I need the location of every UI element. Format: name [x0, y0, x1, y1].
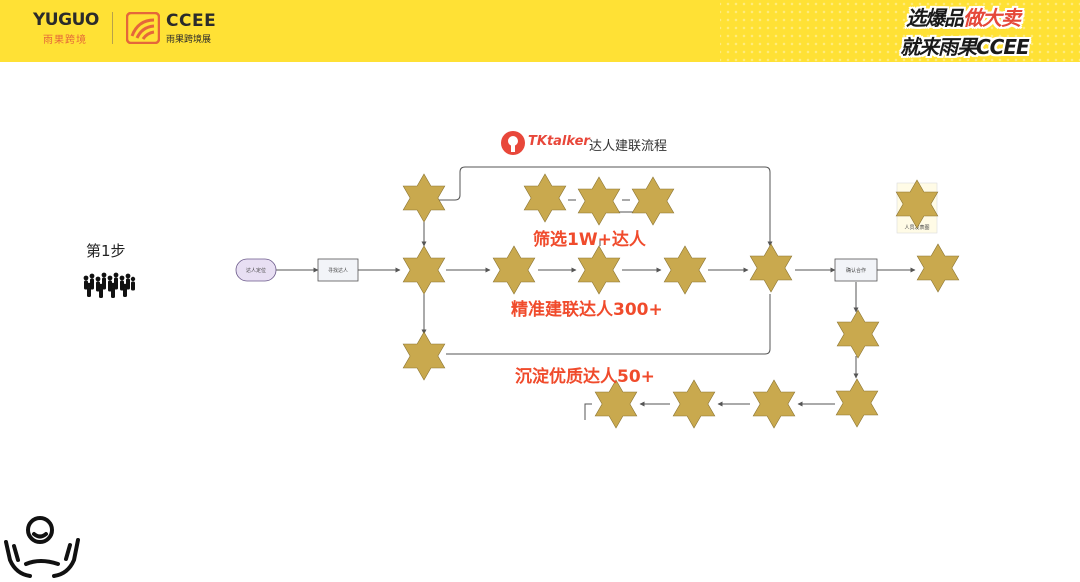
flow-connectors — [276, 166, 916, 420]
tktalker-brand: TKtalker — [528, 134, 590, 149]
star-node — [752, 379, 796, 429]
search-node — [317, 258, 359, 282]
star-node — [663, 245, 707, 295]
filter-label: 筛选1W+达人 — [533, 230, 646, 250]
search-node-label: 寻找达人 — [328, 267, 348, 274]
confirm-node — [834, 258, 878, 282]
star-nodes — [402, 173, 960, 429]
yuguo-logo: YUGUO 雨果跨境 — [33, 10, 103, 46]
top-banner-solid — [0, 0, 720, 62]
star-node — [672, 379, 716, 429]
star-node — [402, 245, 446, 295]
star-node — [836, 309, 880, 359]
slogan-line-1-a: 选爆品 — [906, 6, 964, 30]
ccee-logo-icon — [126, 12, 160, 44]
star-node — [402, 173, 446, 223]
hands-person-icon — [4, 516, 80, 578]
confirm-node-label: 确认合作 — [846, 267, 866, 274]
yuguo-logo-text: YUGUO — [33, 10, 99, 30]
star-node — [523, 173, 567, 223]
step-label: 第1步 — [86, 242, 126, 260]
star-node — [577, 176, 621, 226]
slogan-line-2: 就来雨果CCEE — [900, 35, 1030, 59]
logo-divider — [112, 12, 113, 44]
star-node — [594, 379, 638, 429]
ccee-logo-subtext: 雨果跨境展 — [166, 35, 212, 45]
ccee-logo-text: CCEE — [166, 11, 217, 31]
tktalker-logo-icon — [501, 131, 525, 155]
slogan-line-1: 选爆品做大卖 — [906, 2, 1021, 31]
star-node — [749, 243, 793, 293]
slogan-line-1-b: 做大卖 — [963, 6, 1021, 30]
precise-contact-label: 精准建联达人300+ — [511, 300, 663, 320]
star-node — [835, 378, 879, 428]
star-node — [402, 331, 446, 381]
start-node — [235, 258, 277, 282]
star-node — [492, 245, 536, 295]
flow-title: 达人建联流程 — [589, 139, 668, 154]
quality-creators-label: 沉淀优质达人50+ — [515, 367, 655, 387]
ccee-logo: CCEE 雨果跨境展 — [166, 11, 216, 45]
star-node — [577, 245, 621, 295]
star-node — [916, 243, 960, 293]
crowd-icon — [83, 272, 136, 298]
yuguo-logo-subtext: 雨果跨境 — [43, 35, 87, 46]
start-node-label: 达人定位 — [246, 267, 266, 274]
star-node — [631, 176, 675, 226]
slogan: 选爆品做大卖 就来雨果CCEE — [896, 0, 1046, 62]
